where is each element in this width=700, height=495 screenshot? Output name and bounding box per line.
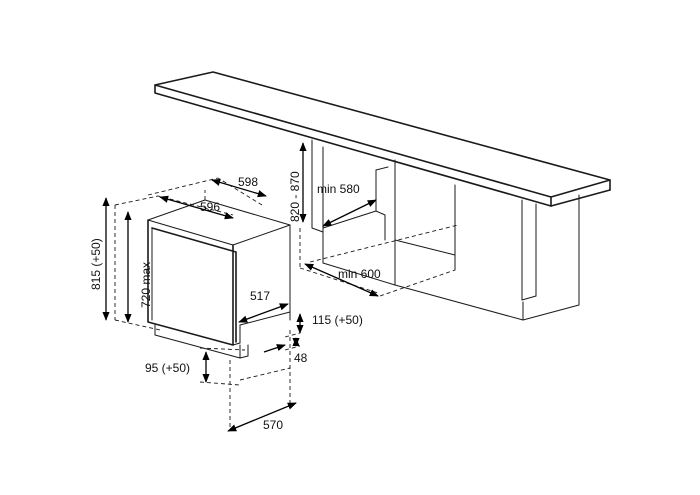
label-596: 596 [200, 200, 220, 214]
label-815: 815 (+50) [89, 238, 103, 290]
label-min-600: min 600 [338, 267, 381, 281]
label-min-580: min 580 [317, 182, 360, 196]
label-115: 115 (+50) [312, 313, 363, 327]
label-570: 570 [263, 418, 283, 432]
countertop [154, 71, 611, 207]
dishwasher [147, 199, 291, 359]
label-517: 517 [250, 289, 270, 303]
label-820-870: 820 - 870 [288, 171, 302, 222]
label-95: 95 (+50) [145, 361, 190, 375]
dimension-arrows [102, 142, 379, 432]
label-598: 598 [238, 175, 258, 189]
label-720-max: 720 max [139, 262, 153, 308]
dimension-labels: 598 596 820 - 870 min 580 min 600 815 (+… [89, 171, 381, 432]
label-48: 48 [294, 351, 308, 365]
